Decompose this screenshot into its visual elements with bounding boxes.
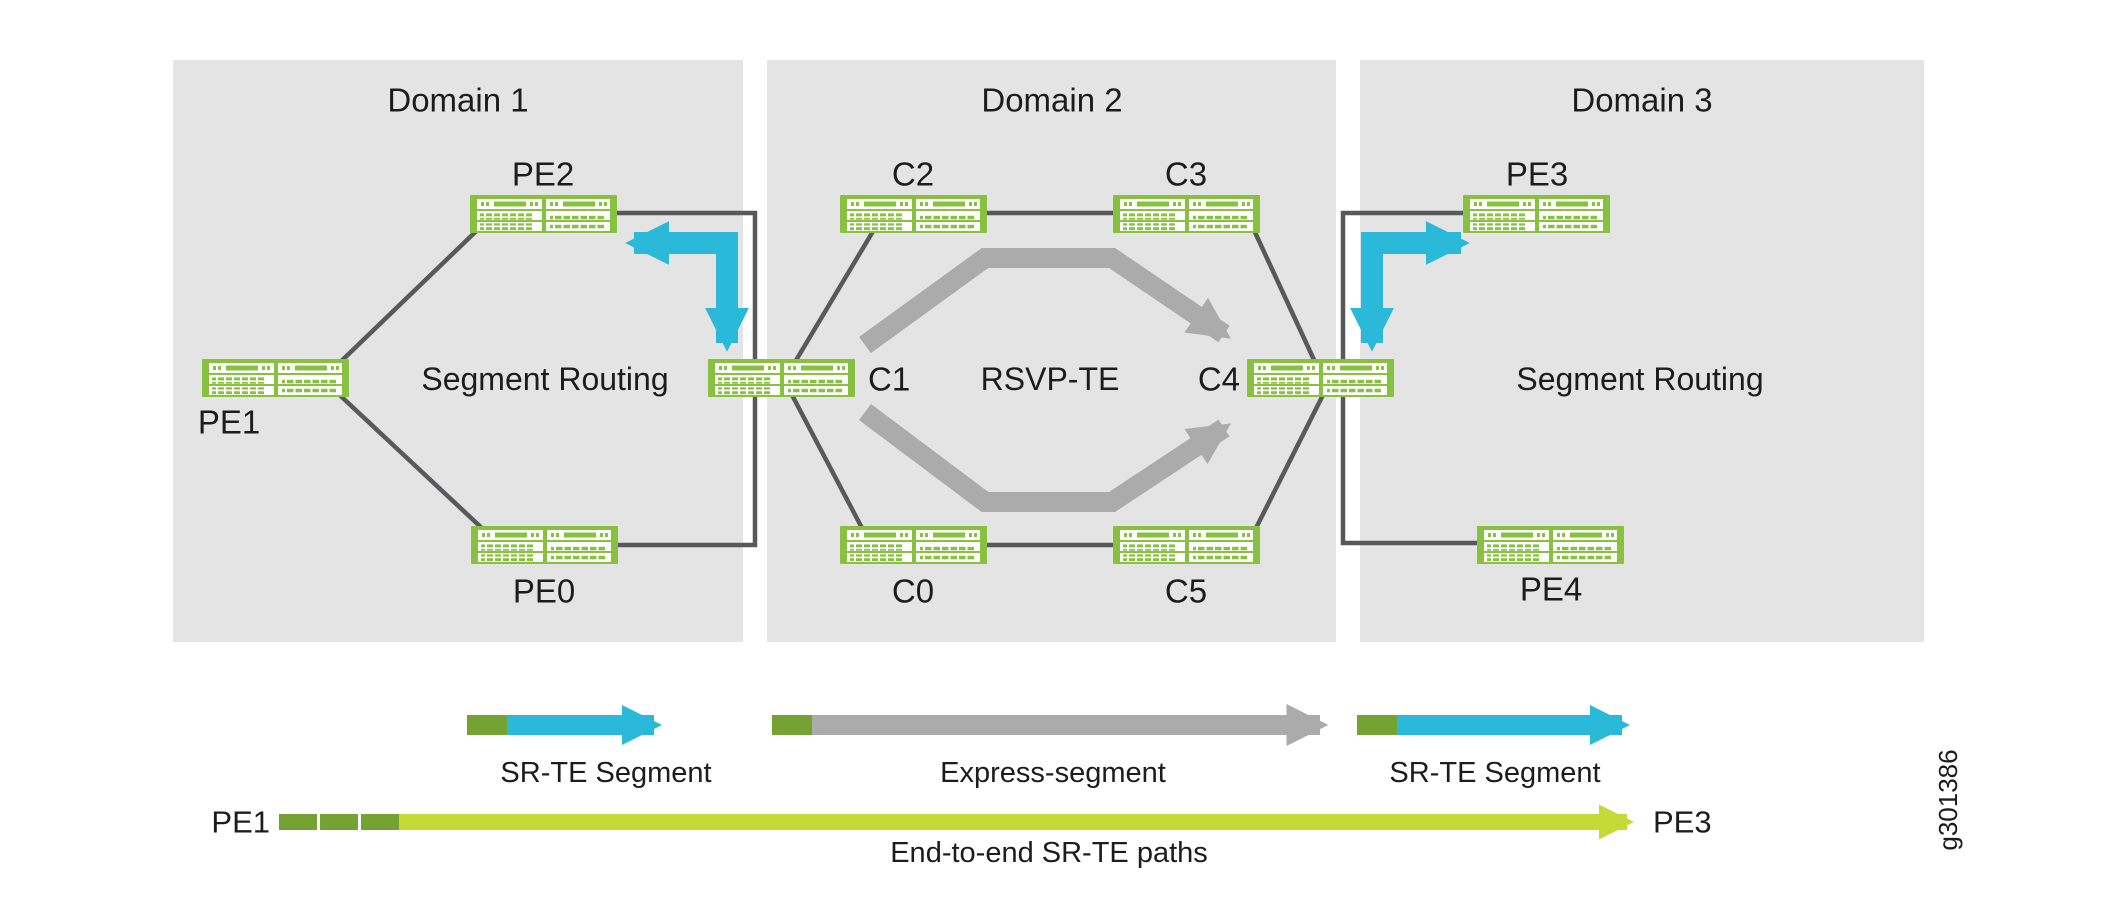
- router-icon-c2: [840, 195, 987, 233]
- label-c3: C3: [1165, 156, 1207, 193]
- e2e-caption: End-to-end SR-TE paths: [890, 837, 1208, 869]
- legend-green-segment-3: [1357, 715, 1397, 735]
- router-icon-c5: [1113, 526, 1260, 564]
- express-segment-arrow-lower: [859, 404, 1232, 512]
- label-c5: C5: [1165, 573, 1207, 610]
- legend-green-segment-2: [772, 715, 812, 735]
- router-icon-c0: [840, 526, 987, 564]
- legend-label-express: Express-segment: [940, 757, 1166, 789]
- link-pe1-pe0: [328, 384, 502, 547]
- domain-1-title: Domain 1: [387, 82, 528, 119]
- domain-3-technology-label: Segment Routing: [1516, 361, 1763, 397]
- domain-2-title: Domain 2: [981, 82, 1122, 119]
- link-pe1-pe2: [328, 211, 497, 374]
- router-icon-pe1: [202, 359, 349, 397]
- legend-label-srte-2: SR-TE Segment: [1389, 757, 1600, 789]
- domain-1-technology-label: Segment Routing: [421, 361, 668, 397]
- router-icon-pe2: [470, 195, 617, 233]
- router-icon-pe4: [1477, 526, 1624, 564]
- figure-id-watermark: g301386: [1933, 749, 1963, 850]
- e2e-segment-1: [279, 814, 317, 830]
- srte-arrow-domain3: [1350, 221, 1470, 352]
- link-c5-c4: [1252, 393, 1326, 532]
- label-c0: C0: [892, 573, 934, 610]
- router-icon-c1: [708, 359, 855, 397]
- router-icon-c3: [1113, 195, 1260, 233]
- srte-arrow-domain1: [625, 221, 749, 352]
- link-c3-c4: [1250, 227, 1318, 363]
- e2e-segment-3: [361, 814, 399, 830]
- e2e-to-label: PE3: [1653, 805, 1712, 840]
- express-segment-arrow-upper: [859, 248, 1231, 354]
- label-c4: C4: [1198, 361, 1240, 398]
- legend-green-segment-1: [467, 715, 507, 735]
- label-c2: C2: [892, 156, 934, 193]
- link-c1-c0: [790, 393, 864, 530]
- label-pe4: PE4: [1520, 571, 1582, 608]
- domain-2-technology-label: RSVP-TE: [981, 361, 1120, 397]
- e2e-from-label: PE1: [211, 805, 270, 840]
- domain-3-title: Domain 3: [1571, 82, 1712, 119]
- label-pe1: PE1: [198, 404, 260, 441]
- e2e-segment-2: [320, 814, 358, 830]
- label-pe0: PE0: [513, 573, 575, 610]
- label-pe2: PE2: [512, 156, 574, 193]
- link-c1-c2: [793, 226, 877, 364]
- router-icon-pe0: [471, 526, 618, 564]
- router-icon-c4: [1247, 359, 1394, 397]
- legend-label-srte-1: SR-TE Segment: [500, 757, 711, 789]
- label-c1: C1: [868, 361, 910, 398]
- domain-1-box: [173, 60, 743, 642]
- domain-3-box: [1360, 60, 1924, 642]
- label-pe3: PE3: [1506, 156, 1568, 193]
- router-icon-pe3: [1463, 195, 1610, 233]
